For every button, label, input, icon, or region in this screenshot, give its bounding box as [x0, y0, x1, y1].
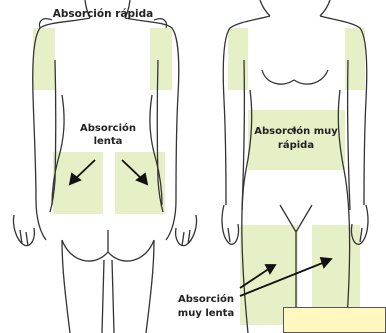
front-chest — [262, 70, 328, 84]
right-arm-zone — [150, 28, 172, 90]
thighs-label-line1: Absorción — [178, 293, 234, 305]
front-view-figure — [222, 0, 368, 333]
back-right-hand — [176, 215, 197, 246]
front-left-hand — [222, 205, 239, 244]
lower-back-left-zone — [53, 152, 103, 214]
back-left-leg — [62, 240, 104, 333]
front-left-arm-zone — [228, 28, 248, 90]
abdomen-label-line1: Absorción muy — [254, 125, 338, 137]
note-corner — [283, 307, 386, 333]
arms-label: Absorción rápida — [53, 8, 153, 20]
back-left-hand — [13, 215, 34, 246]
back-right-leg — [112, 240, 154, 333]
front-head — [260, 0, 330, 16]
lower-back-label-line2: lenta — [94, 136, 123, 147]
lower-back-label-line1: Absorción — [80, 122, 136, 134]
thighs-label-line2: muy lenta — [178, 308, 234, 319]
abdomen-label-line2: rápida — [278, 139, 314, 151]
back-view-figure — [13, 0, 196, 333]
